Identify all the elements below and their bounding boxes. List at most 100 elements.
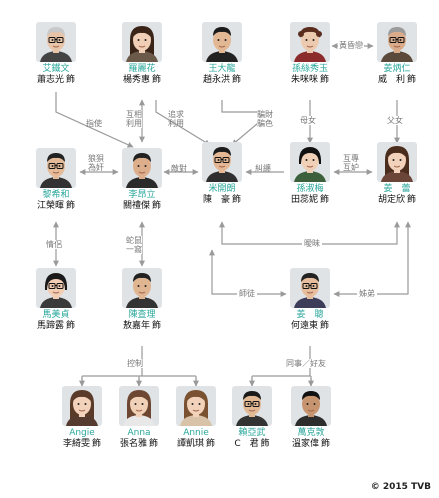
actor-line: 蕭志光飾 xyxy=(20,75,92,86)
role-name: 李昂立 xyxy=(128,190,156,200)
role-name: 孫絲秀玉 xyxy=(291,64,328,74)
label-kongzhi: 控制 xyxy=(127,359,143,368)
actor-line: 田蕊妮飾 xyxy=(274,195,346,206)
portrait-photo xyxy=(290,22,330,62)
portrait-photo xyxy=(377,142,417,182)
label-qinglv: 情侶 xyxy=(46,240,62,249)
role-name: 艾鐵文 xyxy=(42,64,70,74)
actor-name: 趙永洪 xyxy=(202,75,230,85)
edge-zhuiqiuliyong xyxy=(155,100,211,146)
actor-name: 溫家偉 xyxy=(291,439,319,449)
actor-suffix: 飾 xyxy=(321,439,331,449)
actor-name: 江榮暉 xyxy=(36,201,64,211)
actor-suffix: 飾 xyxy=(320,321,330,331)
actor-suffix: 飾 xyxy=(152,321,162,331)
actor-name: 胡定欣 xyxy=(377,195,405,205)
label-zhuiqiuliyong: 追求 利用 xyxy=(168,110,184,128)
character-node: 孫淑梅田蕊妮飾 xyxy=(274,142,346,206)
role-name: 米開朗 xyxy=(208,184,236,194)
actor-name: 馬蹄露 xyxy=(36,321,64,331)
character-node: 陳査理敖嘉年飾 xyxy=(106,268,178,332)
label-tongshi: 同事／好友 xyxy=(286,359,326,368)
actor-suffix: 飾 xyxy=(66,321,76,331)
edge-shitu xyxy=(209,249,287,297)
actor-name: 關禮傑 xyxy=(122,201,150,211)
actor-name: C 君 xyxy=(234,439,259,449)
role-name: 賴亞武 xyxy=(238,428,266,438)
label-munv: 母女 xyxy=(300,116,316,125)
actor-suffix: 飾 xyxy=(152,75,162,85)
role-name: 姜 蕾 xyxy=(383,184,411,194)
role-name: 王大龍 xyxy=(208,64,236,74)
actor-line: 陳 豪飾 xyxy=(186,195,258,206)
role-name: Annie xyxy=(183,428,209,438)
actor-line: 李綺雯飾 xyxy=(46,439,118,450)
role-name: Anna xyxy=(127,428,151,438)
actor-line: 馬蹄露飾 xyxy=(20,321,92,332)
role-name: Angie xyxy=(69,428,95,438)
actor-line: 楊秀惠飾 xyxy=(106,75,178,86)
actor-name: 陳 豪 xyxy=(202,195,230,205)
character-node: 黎希和江榮暉飾 xyxy=(20,148,92,212)
role-name: 陳査理 xyxy=(128,310,156,320)
label-huxiangliyong: 互相 利用 xyxy=(126,110,142,128)
actor-line: 張名雅飾 xyxy=(103,439,175,450)
character-node: 姜 聰何遠東飾 xyxy=(274,268,346,332)
actor-suffix: 飾 xyxy=(149,439,159,449)
actor-line: 譚凱琪飾 xyxy=(160,439,232,450)
character-node: 羅麗花楊秀惠飾 xyxy=(106,22,178,86)
label-langbei: 狼狽 為奸 xyxy=(88,154,104,172)
label-jiuchan: 糾纏 xyxy=(255,164,271,173)
actor-name: 朱咪咪 xyxy=(290,75,318,85)
role-name: 黎希和 xyxy=(42,190,70,200)
character-node: 姜 蕾胡定欣飾 xyxy=(361,142,433,206)
actor-name: 田蕊妮 xyxy=(290,195,318,205)
label-shitu: 師徒 xyxy=(237,289,257,298)
actor-line: 胡定欣飾 xyxy=(361,195,433,206)
actor-suffix: 飾 xyxy=(320,195,330,205)
portrait-photo xyxy=(291,386,331,426)
character-node: 馬美貞馬蹄露飾 xyxy=(20,268,92,332)
actor-suffix: 飾 xyxy=(407,75,417,85)
actor-suffix: 飾 xyxy=(92,439,102,449)
role-name: 姜 聰 xyxy=(296,310,324,320)
actor-name: 李綺雯 xyxy=(62,439,90,449)
portrait-photo xyxy=(62,386,102,426)
actor-line: C 君飾 xyxy=(216,439,288,450)
character-node: 王大龍趙永洪飾 xyxy=(186,22,258,86)
role-name: 孫淑梅 xyxy=(296,184,324,194)
actor-suffix: 飾 xyxy=(232,75,242,85)
portrait-photo xyxy=(377,22,417,62)
label-jiedi: 姊弟 xyxy=(357,289,377,298)
label-aimei: 曖昧 xyxy=(302,239,322,248)
actor-name: 敖嘉年 xyxy=(122,321,150,331)
role-name: 羅麗花 xyxy=(128,64,156,74)
actor-name: 譚凱琪 xyxy=(176,439,204,449)
portrait-photo xyxy=(122,268,162,308)
actor-line: 敖嘉年飾 xyxy=(106,321,178,332)
actor-line: 何遠東飾 xyxy=(274,321,346,332)
portrait-photo xyxy=(290,142,330,182)
actor-line: 江榮暉飾 xyxy=(20,201,92,212)
actor-name: 楊秀惠 xyxy=(122,75,150,85)
label-sheshu: 蛇鼠 一窩 xyxy=(126,236,142,254)
portrait-photo xyxy=(202,142,242,182)
portrait-photo xyxy=(202,22,242,62)
portrait-photo xyxy=(122,22,162,62)
actor-name: 張名雅 xyxy=(119,439,147,449)
actor-name: 何遠東 xyxy=(290,321,318,331)
actor-suffix: 飾 xyxy=(152,201,162,211)
portrait-photo xyxy=(122,148,162,188)
character-node: 米開朗陳 豪飾 xyxy=(186,142,258,206)
role-name: 姜炳仁 xyxy=(383,64,411,74)
label-zhishi: 指使 xyxy=(86,119,102,128)
portrait-photo xyxy=(290,268,330,308)
character-node: 萬克敦溫家偉飾 xyxy=(275,386,347,450)
actor-suffix: 飾 xyxy=(407,195,417,205)
actor-name: 威 利 xyxy=(377,75,405,85)
role-name: 馬美貞 xyxy=(42,310,70,320)
portrait-photo xyxy=(36,268,76,308)
